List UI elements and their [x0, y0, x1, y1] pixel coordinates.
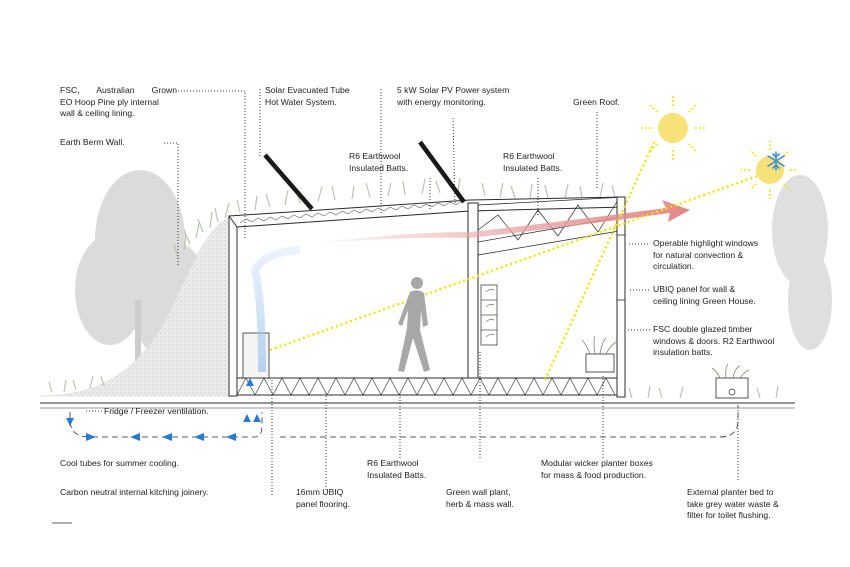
label-fsc-hoop-pine: FSC, Australian Grown EO Hoop Pine ply i… — [60, 85, 177, 118]
sun-rays — [269, 139, 761, 381]
label-r6-roof-right: R6 Earthwool Insulated Batts. — [503, 151, 563, 173]
label-solar-pv: 5 kW Solar PV Power system with energy m… — [397, 85, 510, 107]
solar-pv-panel — [418, 140, 466, 204]
leader-lines — [84, 89, 739, 495]
solar-evacuated-tube — [263, 153, 314, 211]
person-silhouette-icon — [398, 277, 430, 372]
label-external-planter: External planter bed to take grey water … — [687, 487, 779, 520]
vegetation — [48, 177, 779, 399]
planter-plants — [485, 288, 750, 379]
label-highlight-windows: Operable highlight windows for natural c… — [653, 238, 759, 271]
earth-berm-wall — [39, 215, 233, 397]
label-ubiq-floor: 16mm UBIQ panel flooring. — [296, 487, 350, 509]
building-section — [228, 196, 749, 399]
background-tree-right — [772, 175, 832, 350]
label-r6-floor: R6 Earthwool Insulated Batts. — [367, 458, 427, 480]
sun-icon — [641, 96, 705, 160]
sun-icon — [741, 141, 798, 199]
label-wicker-planters: Modular wicker planter boxes for mass & … — [541, 458, 653, 480]
label-solar-tube: Solar Evacuated Tube Hot Water System. — [265, 85, 350, 107]
label-carbon-joinery: Carbon neutral internal kitching joinery… — [60, 487, 209, 497]
label-ubiq-wall: UBIQ panel for wall & ceiling lining Gre… — [653, 284, 756, 306]
label-fridge-vent: Fridge / Freezer ventilation. — [104, 406, 209, 416]
snowflake-icon — [767, 151, 785, 171]
label-green-wall: Green wall plant, herb & mass wall. — [446, 487, 514, 509]
cool-air-arrow-icon — [66, 378, 261, 441]
cool-air-curve — [250, 246, 301, 373]
warm-air-arrow-icon — [300, 200, 690, 245]
cool-tubes — [66, 378, 739, 441]
label-cool-tubes: Cool tubes for summer cooling. — [60, 458, 179, 468]
label-fsc-double-glazed: FSC double glazed timber windows & doors… — [653, 324, 775, 357]
label-r6-roof-left: R6 Earthwool Insulated Batts. — [349, 151, 409, 173]
label-green-roof: Green Roof. — [573, 97, 620, 107]
label-earth-berm: Earth Berm Wall. — [60, 137, 125, 147]
